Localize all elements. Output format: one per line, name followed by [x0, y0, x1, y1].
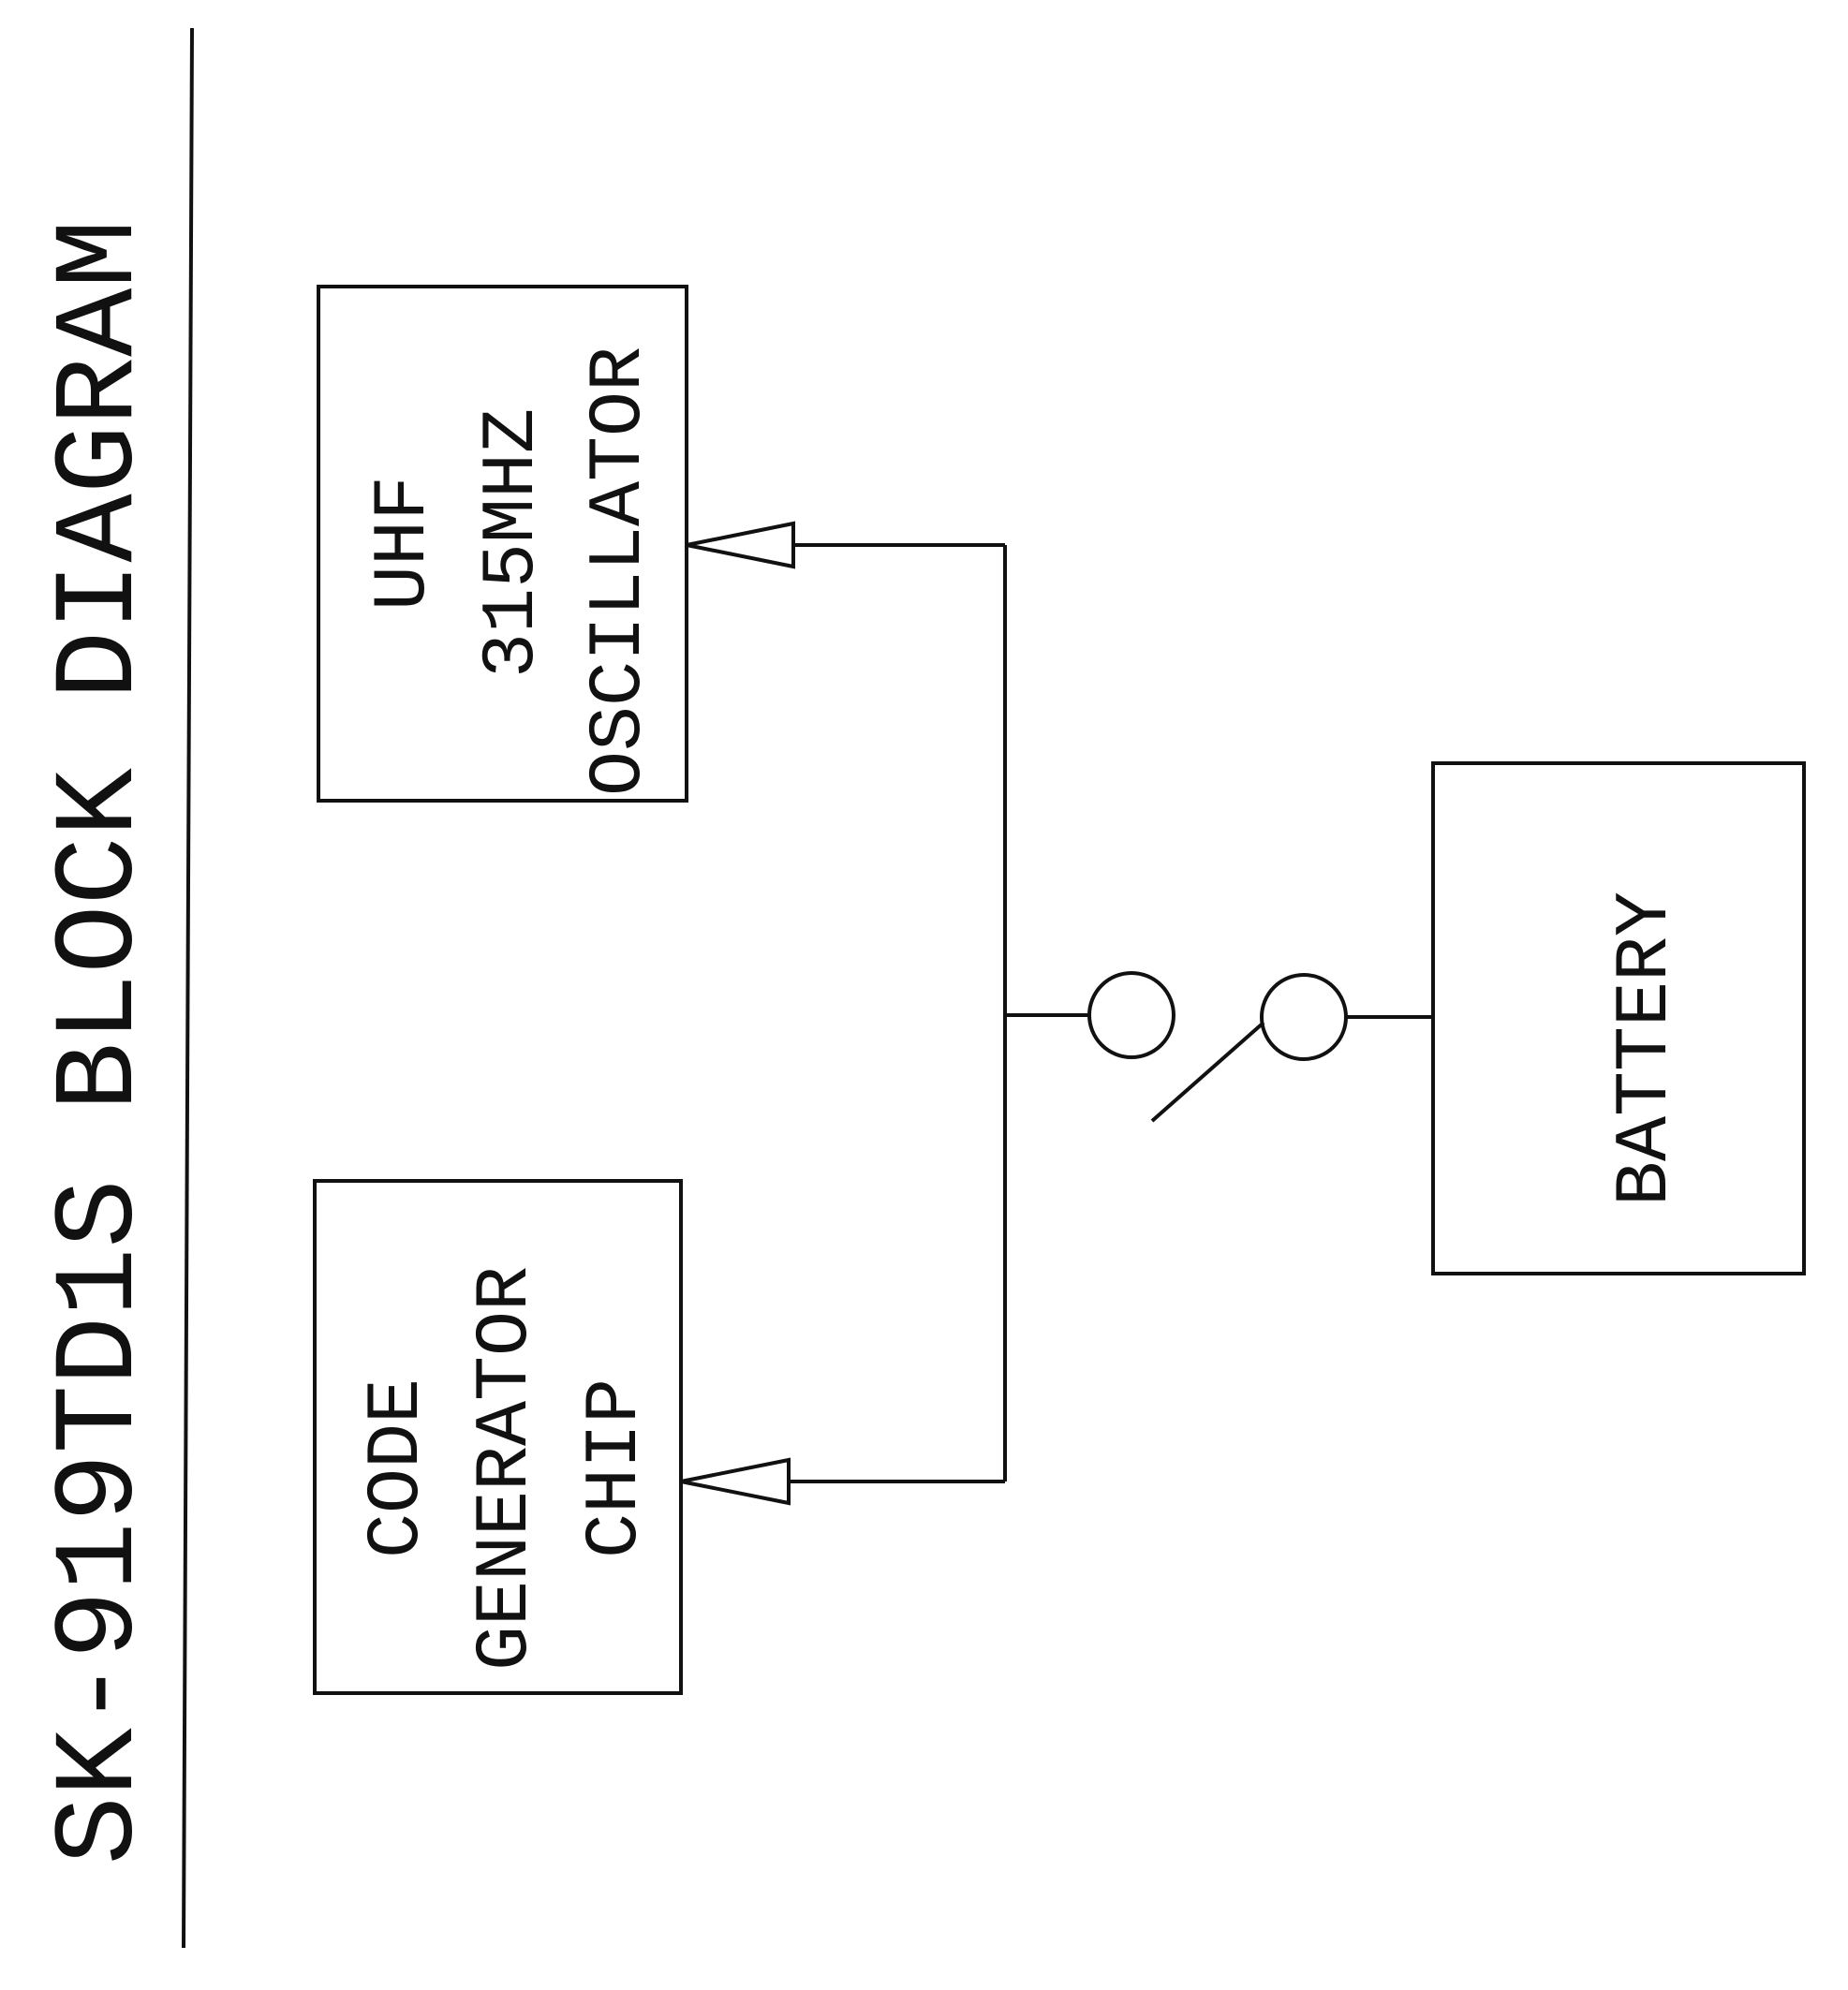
oscillator-block: UHF 315MHZ OSCILLATOR — [317, 285, 688, 803]
code-generator-label-1: CODE — [355, 1378, 440, 1558]
battery-label: BATTERY — [1604, 892, 1689, 1206]
oscillator-label-2: 315MHZ — [470, 408, 555, 678]
code-generator-label-3: CHIP — [573, 1378, 658, 1558]
diagram-title: SK-919TD1S BLOCK DIAGRAM — [36, 219, 166, 1865]
oscillator-label-3: OSCILLATOR — [577, 346, 662, 796]
arrow-to-oscillator-icon — [686, 521, 795, 569]
wiring — [789, 543, 1433, 1483]
title-rule — [182, 27, 194, 1949]
code-generator-label-2: GENERATOR — [464, 1266, 549, 1671]
battery-block: BATTERY — [1431, 761, 1806, 1275]
oscillator-label-1: UHF — [362, 476, 447, 611]
power-switch-icon — [1087, 971, 1348, 1123]
arrow-to-code-generator-icon — [680, 1457, 791, 1506]
code-generator-block: CODE GENERATOR CHIP — [313, 1179, 683, 1695]
